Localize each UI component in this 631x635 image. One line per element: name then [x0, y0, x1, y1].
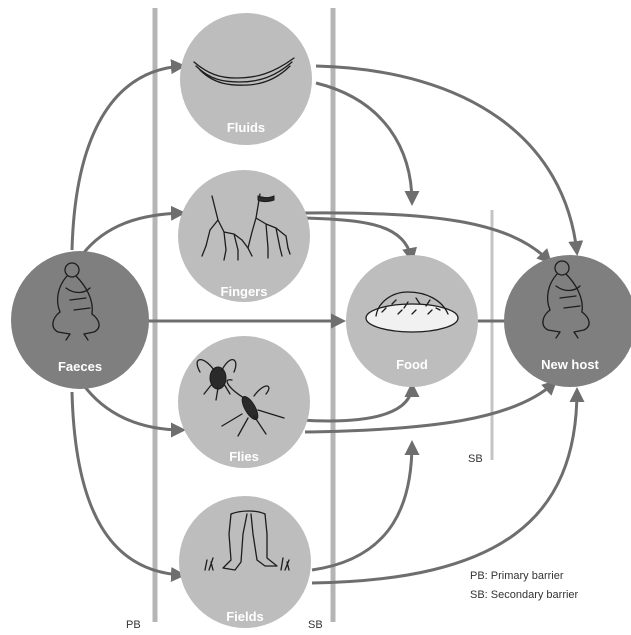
node-new-host-label: New host — [541, 357, 599, 372]
arrow-flies-food — [300, 385, 412, 421]
arrow-faeces-fingers — [82, 213, 183, 255]
pb-barrier-label: PB — [126, 619, 141, 631]
node-fields-label: Fields — [226, 609, 264, 624]
node-food: Food — [346, 255, 478, 387]
arrow-fluids-newhost — [316, 66, 577, 253]
arrow-fluids-food — [316, 83, 412, 203]
legend-primary-barrier: PB: Primary barrier — [470, 570, 564, 582]
node-food-label: Food — [396, 357, 428, 372]
legend-secondary-barrier: SB: Secondary barrier — [470, 589, 579, 601]
arrow-flies-newhost — [305, 382, 555, 432]
arrow-fields-food — [312, 443, 412, 570]
sb-barrier-label: SB — [308, 619, 323, 631]
arrow-faeces-flies — [82, 383, 183, 430]
node-flies-label: Flies — [229, 449, 259, 464]
node-faeces-label: Faeces — [58, 359, 102, 374]
arrow-fingers-food — [305, 218, 412, 260]
node-fields: Fields — [179, 496, 311, 628]
node-fingers-label: Fingers — [221, 284, 268, 299]
node-fluids-label: Fluids — [227, 120, 265, 135]
node-fingers: Fingers — [178, 170, 310, 302]
node-flies: Flies — [178, 336, 310, 468]
node-new-host: New host — [504, 255, 631, 387]
sb-barrier-label-2: SB — [468, 453, 483, 465]
node-fluids: Fluids — [180, 13, 312, 145]
node-faeces: Faeces — [11, 251, 149, 389]
node-fingers-circle — [178, 170, 310, 302]
